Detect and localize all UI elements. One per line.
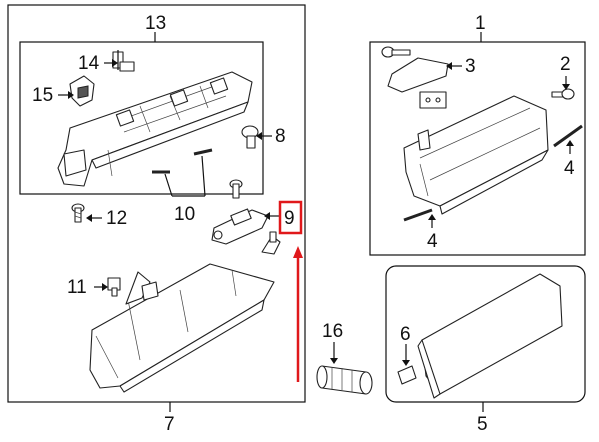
callout-13: 13 [145, 13, 166, 34]
callout-10: 10 [174, 204, 195, 225]
clip-14-drawing [112, 50, 135, 72]
callout-3: 3 [465, 56, 476, 77]
panel-13-border [19, 41, 264, 195]
callout-14: 14 [78, 53, 100, 74]
striker-drawing [261, 231, 281, 255]
callout-8: 8 [275, 126, 286, 147]
bolt-2-drawing [551, 88, 575, 100]
strip-4-left [403, 208, 433, 222]
callout-12: 12 [106, 208, 127, 229]
panel-5-border [385, 265, 586, 403]
housing-1-drawing [403, 95, 549, 215]
callout-4-right: 4 [564, 158, 575, 179]
stopper-11-drawing [107, 277, 121, 297]
bracket-drawing [419, 91, 447, 109]
strips-10-drawing [152, 148, 213, 174]
screw-drawing [229, 179, 243, 199]
latch-3-drawing [381, 46, 449, 93]
callout-16: 16 [322, 321, 343, 342]
lock-cylinder-16-drawing [316, 365, 373, 395]
panel-1-border [369, 41, 586, 256]
screw-12-drawing [71, 203, 85, 223]
callout-15: 15 [32, 85, 53, 106]
red-pointer-arrow [293, 246, 303, 382]
callout-11: 11 [67, 277, 87, 298]
glove-box-bin-drawing [89, 263, 275, 393]
callout-9-highlight-box [278, 200, 303, 235]
callout-6: 6 [400, 324, 411, 345]
callout-9: 9 [284, 208, 295, 229]
latch-6-drawing [397, 365, 417, 385]
callout-2: 2 [560, 54, 571, 75]
strip-4-right [553, 124, 583, 148]
callout-7: 7 [164, 414, 175, 435]
callout-4-left: 4 [427, 231, 438, 252]
callout-5: 5 [477, 414, 488, 435]
door-panel-5-drawing [417, 273, 563, 399]
panel-7-border [7, 4, 306, 403]
callout-1: 1 [475, 13, 486, 34]
leader-arrows [58, 59, 574, 366]
upper-frame-drawing [57, 71, 253, 187]
latch-9-drawing [211, 208, 269, 245]
bracket-15-drawing [69, 75, 95, 107]
bolt-8-drawing [241, 125, 259, 149]
